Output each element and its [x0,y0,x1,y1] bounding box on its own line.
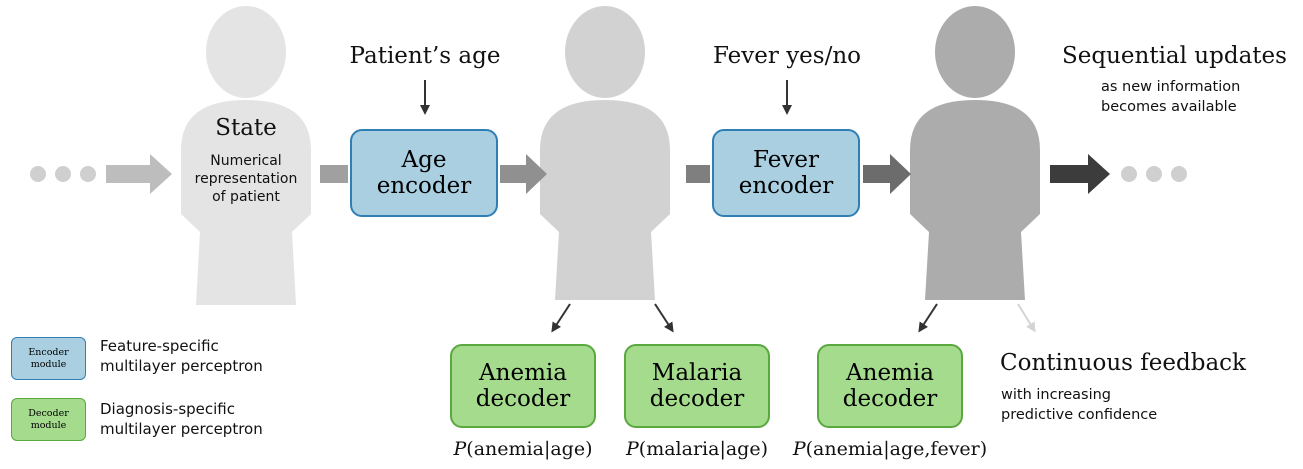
state-title: State [215,115,277,141]
prob-args: (anemia|age) [466,438,593,460]
state-description: Numerical representation of patient [181,152,311,207]
flow-arrow-6 [1050,154,1110,194]
decoder-arrow-2 [654,303,674,333]
age-input-label: Patient’s age [349,43,501,69]
decoder-line: decoder [475,386,571,412]
person-state [181,6,311,305]
sequential-title: Sequential updates [1062,43,1287,69]
feedback-line: with increasing [1001,387,1111,403]
prob-var: P [792,438,806,460]
flow-arrow-2 [320,165,348,183]
state-line: representation [194,171,298,188]
prob-var: P [453,438,467,460]
flow-arrow-4 [686,165,710,183]
feedback-arrow [1017,303,1036,333]
encoder-line: Age [401,146,447,173]
legend-box-line: module [30,419,67,431]
flow-arrow-1 [106,154,172,194]
prob-args: (anemia|age,fever) [805,438,988,460]
sequential-line: as new information [1101,79,1241,95]
malaria-probability: P(malaria|age) [618,438,776,460]
flow-arrow-3 [500,154,547,194]
decoder-arrow-3 [918,303,938,333]
state-line: Numerical [210,153,282,169]
state-line: of patient [212,189,280,206]
sequential-line: becomes available [1101,98,1237,115]
legend-line: multilayer perceptron [100,356,263,375]
decoder-line: Anemia [846,359,934,386]
feedback-description: with increasing predictive confidence [1001,386,1157,425]
trailing-dots [1121,166,1187,182]
decoder-line: decoder [842,386,938,412]
flow-arrow-5 [863,154,911,194]
prob-var: P [626,438,639,460]
anemia-fever-probability: P(anemia|age,fever) [790,438,990,460]
encoder-line: encoder [738,173,834,199]
legend-line: Diagnosis-specific [100,400,235,418]
encoder-line: encoder [376,173,472,199]
legend-line: Feature-specific [100,337,219,355]
leading-dots [30,166,96,182]
feedback-line: predictive confidence [1001,406,1158,423]
person-2 [540,6,670,300]
decoder-line: decoder [649,386,745,412]
legend-decoder-text: Diagnosis-specific multilayer perceptron [100,400,263,439]
decoder-line: Anemia [479,359,567,386]
feedback-title: Continuous feedback [1000,350,1246,376]
sequential-description: as new information becomes available [1101,78,1240,117]
encoder-line: Fever [753,146,819,173]
decoder-line: Malaria [651,359,743,386]
anemia-probability: P(anemia|age) [444,438,602,460]
legend-encoder-text: Feature-specific multilayer perceptron [100,337,263,376]
legend-box-line: Encoder [28,347,69,359]
legend-box-line: module [30,358,67,370]
decoder-arrow-1 [551,303,571,333]
prob-args: (malaria|age) [638,438,768,460]
legend-box-line: Decoder [28,408,69,420]
legend-line: multilayer perceptron [100,419,263,438]
person-3 [910,6,1040,300]
fever-input-label: Fever yes/no [712,43,862,69]
